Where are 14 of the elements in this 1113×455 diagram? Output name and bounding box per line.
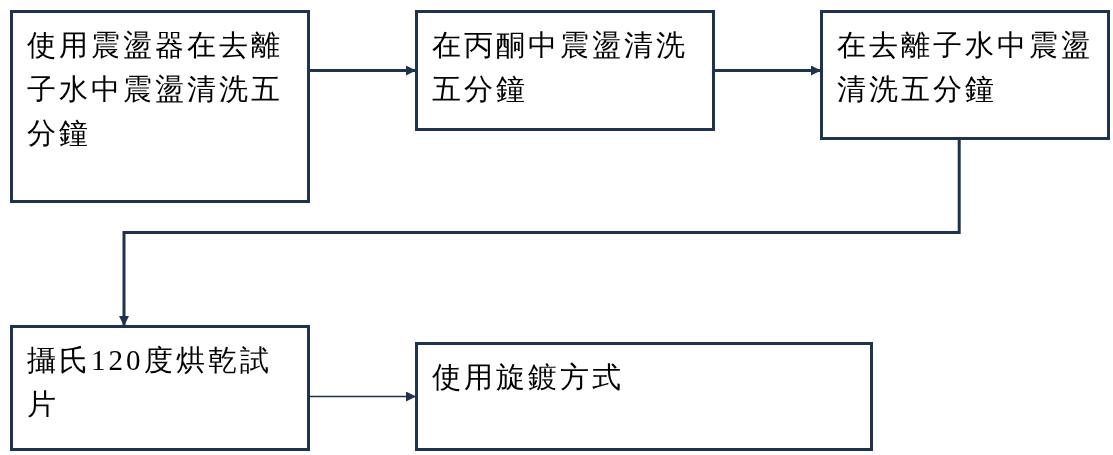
process-box xyxy=(10,10,310,203)
arrow xyxy=(119,140,961,326)
step-text: 使用旋鍍方式 xyxy=(432,360,625,395)
step-text: 攝氏120度烘乾試片 xyxy=(27,343,273,422)
step-text: 在丙酮中震盪清洗五分鐘 xyxy=(432,28,689,107)
arrow xyxy=(310,65,416,76)
process-box xyxy=(415,342,873,451)
step-text: 在去離子水中震盪清洗五分鐘 xyxy=(837,28,1093,107)
process-box xyxy=(820,10,1110,140)
process-box xyxy=(415,10,715,131)
step-text: 使用震盪器在去離子水中震盪清洗五分鐘 xyxy=(27,28,284,151)
arrow xyxy=(715,65,821,76)
arrow xyxy=(309,391,416,402)
process-box xyxy=(10,325,310,451)
